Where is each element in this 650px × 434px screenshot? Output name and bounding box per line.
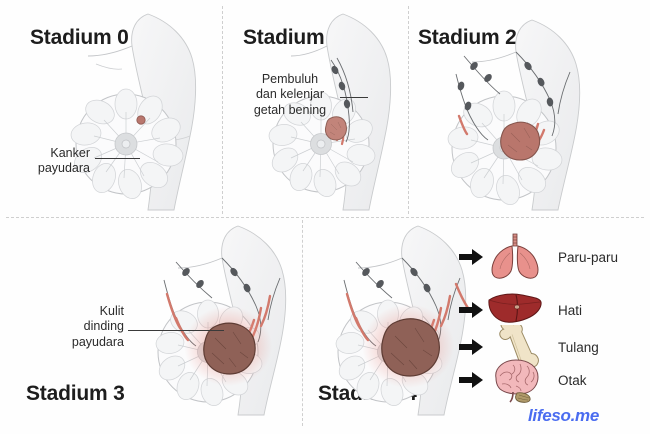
anatomy-stadium-3	[130, 222, 310, 417]
watermark-lifeso: lifeso.me	[528, 406, 599, 425]
leader-line-kulit	[128, 330, 224, 331]
metastasis-row-liver: Hati	[458, 285, 582, 335]
anatomy-stadium-4	[310, 222, 485, 417]
leader-line-pembuluh	[340, 97, 368, 98]
divider-vertical-top-2	[408, 6, 409, 214]
callout-kulit-dinding-payudara: Kulit dinding payudara	[71, 304, 124, 349]
anatomy-stadium-2	[420, 12, 600, 212]
stage-title-1: Stadium 1	[243, 26, 342, 49]
brain-icon	[484, 355, 546, 405]
callout-kanker-payudara: Kanker payudara	[37, 146, 90, 176]
divider-horizontal	[6, 217, 644, 218]
divider-vertical-bottom-1	[302, 220, 303, 426]
arrow-icon-liver	[458, 299, 484, 321]
organ-label-bone: Tulang	[558, 339, 599, 355]
stage-title-3: Stadium 3	[26, 382, 125, 405]
stage-title-2: Stadium 2	[418, 26, 517, 49]
lungs-icon	[484, 232, 546, 282]
leader-line-kanker	[95, 158, 140, 159]
arrow-icon-bone	[458, 336, 484, 358]
metastasis-row-bone: Tulang	[458, 322, 599, 372]
arrow-icon-lungs	[458, 246, 484, 268]
callout-pembuluh-getah-bening: Pembuluh dan kelenjar getah bening	[253, 72, 327, 117]
arrow-icon-brain	[458, 369, 484, 391]
divider-vertical-top-1	[222, 6, 223, 214]
metastasis-row-lungs: Paru-paru	[458, 232, 618, 282]
organ-label-brain: Otak	[558, 372, 587, 388]
bone-icon	[484, 322, 546, 372]
organ-label-liver: Hati	[558, 302, 583, 318]
stage-title-0: Stadium 0	[30, 26, 129, 49]
organ-label-lungs: Paru-paru	[558, 249, 619, 265]
anatomy-stadium-1	[245, 12, 410, 212]
anatomy-stadium-0	[40, 12, 220, 212]
metastasis-row-brain: Otak	[458, 355, 587, 405]
liver-icon	[484, 285, 546, 335]
